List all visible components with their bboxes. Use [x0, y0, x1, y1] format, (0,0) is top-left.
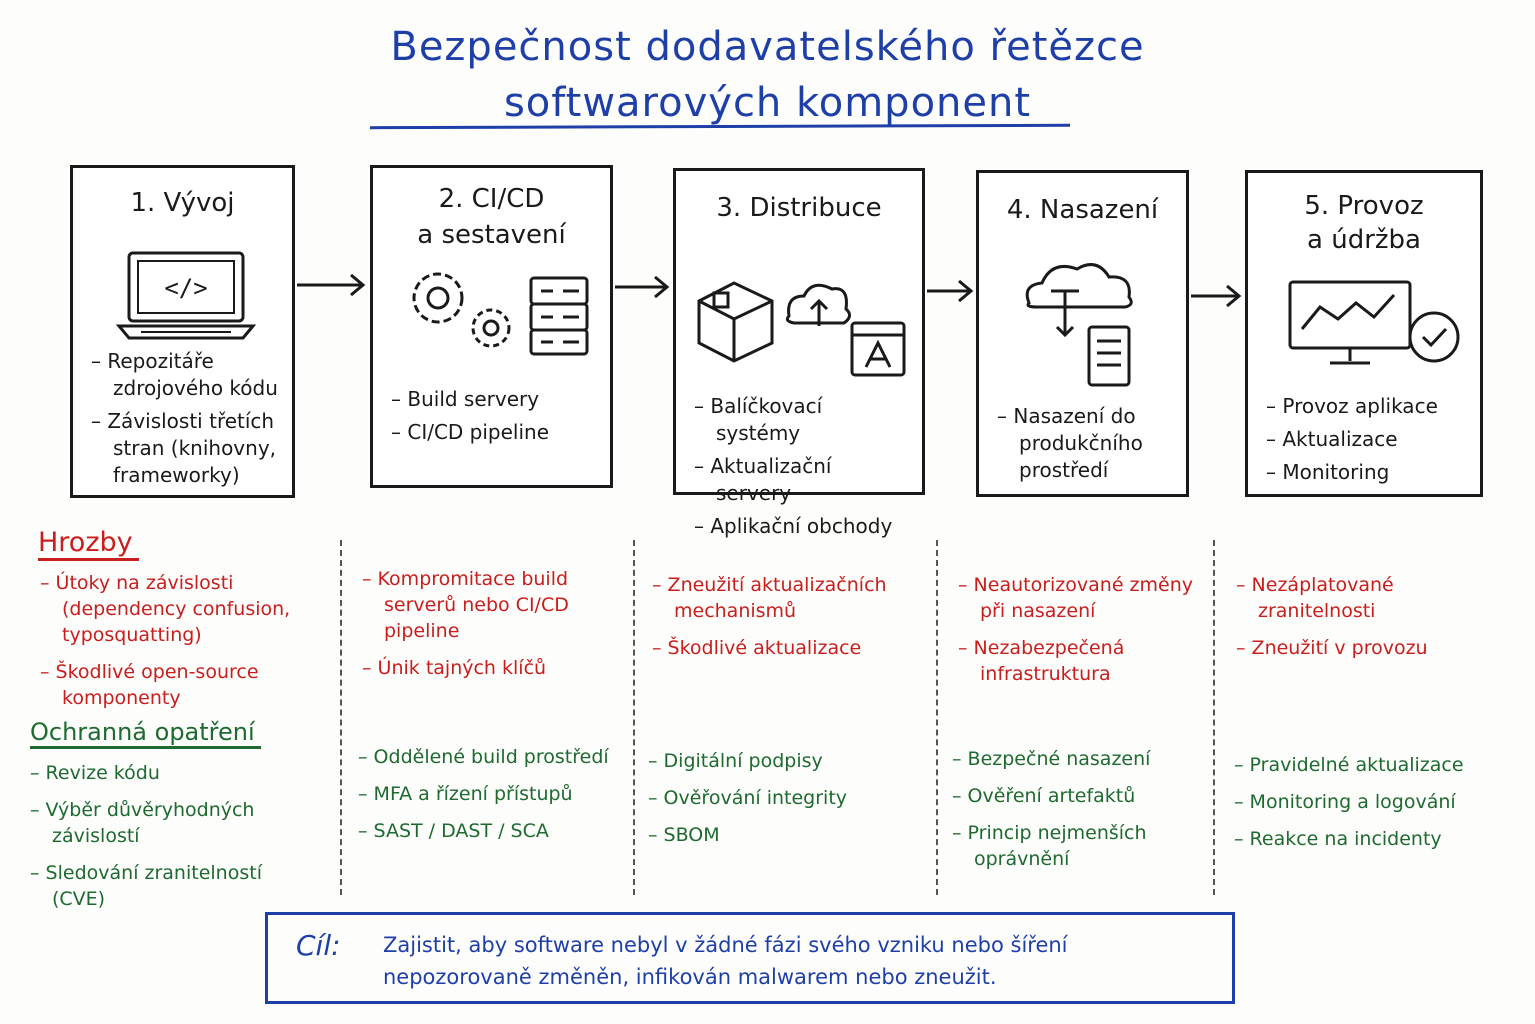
stage-title: 5. Provoz: [1304, 191, 1424, 221]
protections-list: Bezpečné nasazení Ověření artefaktů Prin…: [952, 746, 1202, 883]
laptop-code-icon: </>: [115, 251, 257, 340]
threat-item: Zneužití v provozu: [1236, 635, 1486, 661]
stage-item: Aplikační obchody: [694, 513, 912, 540]
goal-text: Zajistit, aby software nebyl v žádné fáz…: [383, 933, 1068, 989]
protections-label: Ochranná opatření: [30, 718, 261, 749]
stage-item: Provoz aplikace: [1266, 393, 1470, 420]
column-divider: [1213, 540, 1215, 895]
threats-list: Kompromitace build serverů nebo CI/CD pi…: [362, 566, 622, 692]
threat-item: Škodlivé open-source komponenty: [40, 659, 325, 711]
column-divider: [340, 540, 342, 895]
threat-item: Nezáplatované zranitelnosti: [1236, 572, 1486, 624]
protection-item: Digitální podpisy: [648, 748, 923, 774]
threats-list: Zneužití aktualizačních mechanismů Škodl…: [652, 572, 927, 672]
stage-item: CI/CD pipeline: [391, 419, 600, 446]
protection-item: Pravidelné aktualizace: [1234, 752, 1504, 778]
flow-arrow: [1191, 284, 1242, 308]
threat-item: Útoky na závislosti (dependency confusio…: [40, 570, 325, 648]
stage-item: Nasazení do produkčního prostředí: [997, 403, 1176, 484]
goal-label: Cíl:: [296, 929, 341, 962]
protection-item: Monitoring a logování: [1234, 789, 1504, 815]
stage-item: Repozitáře zdrojového kódu: [91, 348, 282, 402]
flow-arrow: [615, 275, 670, 299]
protections-list: Revize kódu Výběr důvěryhodných závislos…: [30, 760, 320, 923]
protection-item: Výběr důvěryhodných závislostí: [30, 797, 320, 849]
protection-item: Revize kódu: [30, 760, 320, 786]
stage-item: Závislosti třetích stran (knihovny, fram…: [91, 408, 282, 489]
threat-item: Kompromitace build serverů nebo CI/CD pi…: [362, 566, 622, 644]
protection-item: Bezpečné nasazení: [952, 746, 1202, 772]
stage-item: Balíčkovací systémy: [694, 393, 912, 447]
monitor-check-icon: [1288, 280, 1460, 365]
flow-arrow: [927, 279, 974, 303]
stage-title-line2: a sestavení: [417, 220, 566, 250]
column-divider: [633, 540, 635, 895]
stage-title: 3. Distribuce: [716, 193, 882, 223]
stage-items: Balíčkovací systémy Aktualizační servery…: [694, 393, 912, 546]
svg-text:</>: </>: [164, 274, 207, 302]
stage-title: 1. Vývoj: [130, 188, 235, 218]
stage-distribution: 3. Distribuce Balíčkovací systémy Aktual…: [673, 168, 925, 538]
stage-title: 4. Nasazení: [1006, 195, 1159, 225]
threat-item: Zneužití aktualizačních mechanismů: [652, 572, 927, 624]
stage-title-line2: a údržba: [1307, 225, 1421, 255]
threat-item: Škodlivé aktualizace: [652, 635, 927, 661]
threats-list: Nezáplatované zranitelnosti Zneužití v p…: [1236, 572, 1486, 672]
stage-items: Repozitáře zdrojového kódu Závislosti tř…: [91, 348, 282, 495]
protection-item: Sledování zranitelností (CVE): [30, 860, 320, 912]
stage-items: Build servery CI/CD pipeline: [391, 386, 600, 452]
stage-item: Monitoring: [1266, 459, 1470, 486]
flow-arrow: [297, 273, 366, 297]
stage-deployment: 4. Nasazení Nasazení do produkčního pros…: [976, 170, 1189, 497]
protection-item: Ověřování integrity: [648, 785, 923, 811]
stage-item: Aktualizační servery: [694, 453, 912, 507]
threat-item: Neautorizované změny při nasazení: [958, 572, 1198, 624]
stage-ci-cd: 2. CI/CD a sestavení Build servery CI/CD…: [370, 165, 613, 488]
threat-item: Nezabezpečená infrastruktura: [958, 635, 1198, 687]
page-title: Bezpečnost dodavatelského řetězce: [390, 24, 1145, 70]
stage-title: 2. CI/CD: [438, 184, 545, 214]
protection-item: Princip nejmenších oprávnění: [952, 820, 1202, 872]
stage-items: Nasazení do produkčního prostředí: [997, 403, 1176, 490]
protection-item: MFA a řízení přístupů: [358, 781, 623, 807]
cloud-deploy-server-icon: [1025, 263, 1133, 387]
protections-list: Digitální podpisy Ověřování integrity SB…: [648, 748, 923, 859]
threats-list: Neautorizované změny při nasazení Nezabe…: [958, 572, 1198, 698]
threats-list: Útoky na závislosti (dependency confusio…: [40, 570, 325, 722]
threats-label: Hrozby: [38, 527, 139, 561]
stage-operations: 5. Provoz a údržba Provoz aplikace Aktua…: [1245, 170, 1483, 497]
protection-item: SAST / DAST / SCA: [358, 818, 623, 844]
goal-box: Cíl: Zajistit, aby software nebyl v žádn…: [265, 912, 1235, 1004]
stage-items: Provoz aplikace Aktualizace Monitoring: [1266, 393, 1470, 492]
package-cloud-store-icon: [697, 281, 906, 377]
protections-list: Pravidelné aktualizace Monitoring a logo…: [1234, 752, 1504, 863]
protection-item: SBOM: [648, 822, 923, 848]
gears-server-icon: [412, 272, 589, 356]
stage-development: 1. Vývoj </> Repozitáře zdrojového kódu …: [70, 165, 295, 498]
stage-item: Aktualizace: [1266, 426, 1470, 453]
threat-item: Únik tajných klíčů: [362, 655, 622, 681]
protections-list: Oddělené build prostředí MFA a řízení př…: [358, 744, 623, 855]
protection-item: Reakce na incidenty: [1234, 826, 1504, 852]
protection-item: Oddělené build prostředí: [358, 744, 623, 770]
page-subtitle: softwarových komponent: [503, 80, 1032, 126]
column-divider: [936, 540, 938, 895]
protection-item: Ověření artefaktů: [952, 783, 1202, 809]
stage-item: Build servery: [391, 386, 600, 413]
